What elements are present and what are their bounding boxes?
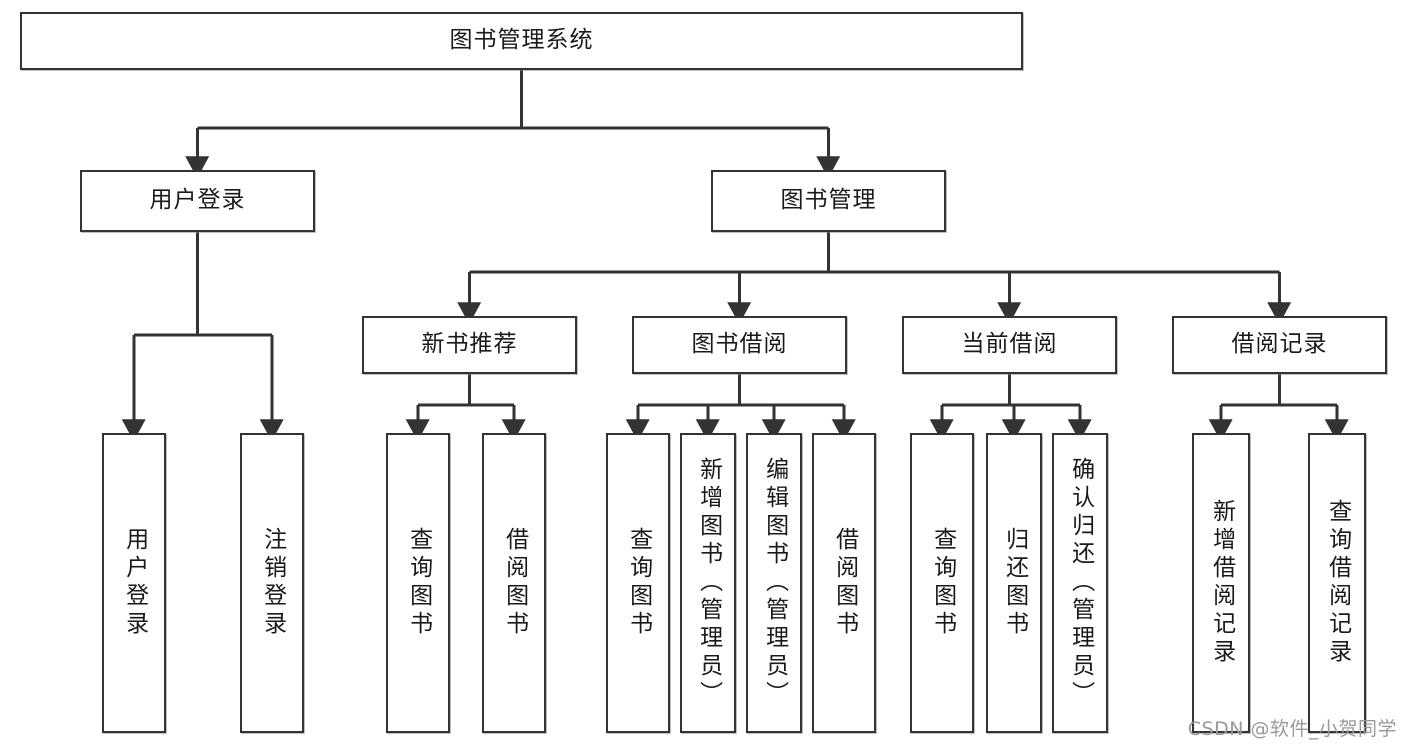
node-label: 确认归还（管理员）: [1067, 457, 1094, 709]
node-leaf-logout[interactable]: 注销登录: [240, 433, 304, 733]
node-label: 编辑图书（管理员）: [761, 457, 788, 709]
node-new-book-recommend[interactable]: 新书推荐: [362, 316, 577, 374]
node-leaf-query-book-current[interactable]: 查询图书: [910, 433, 974, 733]
node-label: 当前借阅: [961, 331, 1058, 358]
node-label: 图书管理系统: [449, 27, 594, 54]
node-label: 查询图书: [929, 527, 956, 639]
node-label: 用户登录: [121, 527, 148, 639]
node-leaf-add-book-admin[interactable]: 新增图书（管理员）: [680, 433, 736, 733]
node-leaf-query-book-borrow[interactable]: 查询图书: [606, 433, 670, 733]
node-leaf-borrow-book[interactable]: 借阅图书: [812, 433, 876, 733]
node-root[interactable]: 图书管理系统: [20, 12, 1023, 70]
node-label: 注销登录: [259, 527, 286, 639]
node-leaf-add-borrow-record[interactable]: 新增借阅记录: [1192, 433, 1250, 733]
node-leaf-query-borrow-record[interactable]: 查询借阅记录: [1308, 433, 1366, 733]
node-label: 归还图书: [1001, 527, 1028, 639]
node-label: 查询借阅记录: [1324, 499, 1351, 667]
node-user-login[interactable]: 用户登录: [80, 170, 315, 232]
node-leaf-user-login[interactable]: 用户登录: [102, 433, 166, 733]
node-label: 借阅图书: [831, 527, 858, 639]
node-label: 用户登录: [149, 187, 246, 214]
node-label: 图书管理: [780, 187, 877, 214]
node-leaf-edit-book-admin[interactable]: 编辑图书（管理员）: [746, 433, 802, 733]
node-label: 借阅记录: [1231, 331, 1328, 358]
node-leaf-borrow-book-new[interactable]: 借阅图书: [482, 433, 546, 733]
node-borrow-records[interactable]: 借阅记录: [1172, 316, 1387, 374]
node-label: 图书借阅: [691, 331, 788, 358]
node-label: 查询图书: [405, 527, 432, 639]
node-leaf-confirm-return-admin[interactable]: 确认归还（管理员）: [1052, 433, 1108, 733]
node-label: 借阅图书: [501, 527, 528, 639]
node-label: 查询图书: [625, 527, 652, 639]
watermark-text: CSDN @软件_小贺同学: [1187, 718, 1397, 740]
node-book-management[interactable]: 图书管理: [711, 170, 946, 232]
node-current-borrow[interactable]: 当前借阅: [902, 316, 1117, 374]
node-label: 新增借阅记录: [1208, 499, 1235, 667]
node-leaf-query-book-new[interactable]: 查询图书: [386, 433, 450, 733]
node-leaf-return-book[interactable]: 归还图书: [986, 433, 1042, 733]
node-book-borrow[interactable]: 图书借阅: [632, 316, 847, 374]
node-label: 新书推荐: [421, 331, 518, 358]
node-label: 新增图书（管理员）: [695, 457, 722, 709]
